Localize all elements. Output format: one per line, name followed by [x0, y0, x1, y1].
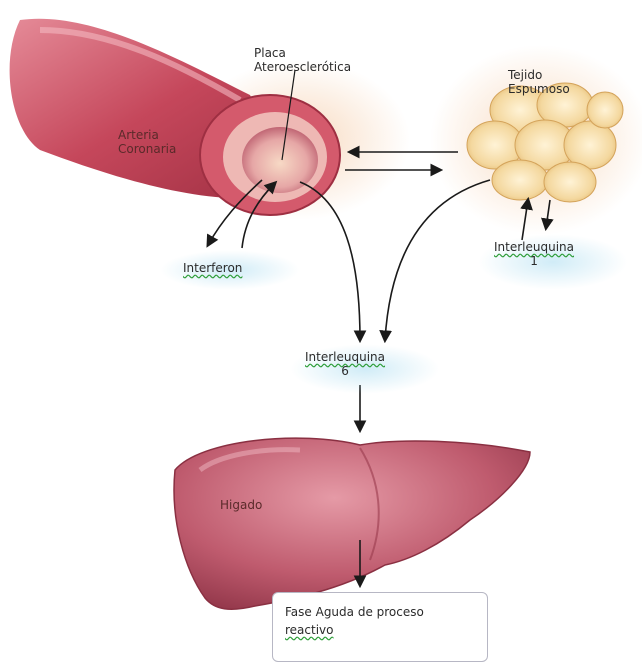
liver	[174, 438, 530, 609]
label-il1-line2: 1	[494, 254, 574, 268]
label-placa: Placa Ateroesclerótica	[254, 46, 351, 74]
acute-phase-line1: Fase Aguda de proceso	[285, 603, 475, 621]
label-arteria-line2: Coronaria	[118, 142, 176, 156]
label-il1-line1: Interleuquina	[494, 240, 574, 254]
label-il6-line2: 6	[305, 364, 385, 378]
label-higado: Higado	[220, 498, 262, 512]
acute-phase-line2: reactivo	[285, 621, 475, 639]
label-placa-line2: Ateroesclerótica	[254, 60, 351, 74]
label-tejido-line2: Espumoso	[508, 82, 570, 96]
label-arteria-line1: Arteria	[118, 128, 176, 142]
label-interferon: Interferon	[183, 261, 242, 275]
label-tejido: Tejido Espumoso	[508, 68, 570, 96]
label-tejido-line1: Tejido	[508, 68, 570, 82]
label-placa-line1: Placa	[254, 46, 351, 60]
label-arteria: Arteria Coronaria	[118, 128, 176, 156]
acute-phase-box: Fase Aguda de proceso reactivo	[272, 592, 488, 662]
label-il6: Interleuquina 6	[305, 350, 385, 378]
label-il6-line1: Interleuquina	[305, 350, 385, 364]
label-il1: Interleuquina 1	[494, 240, 574, 268]
